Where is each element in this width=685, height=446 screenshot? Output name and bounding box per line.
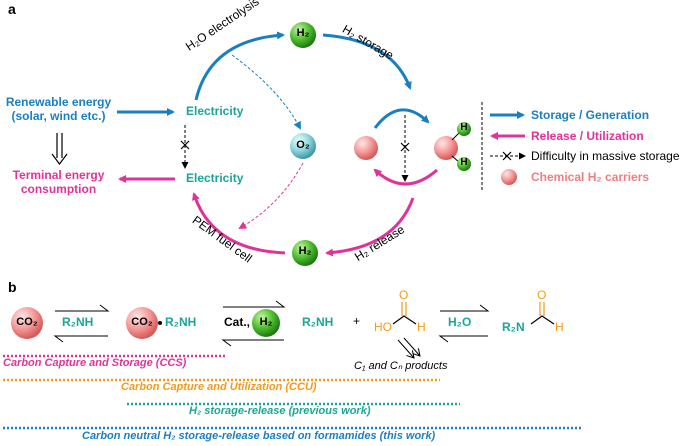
r2nh-equilibrium-label: R₂NH: [62, 315, 94, 329]
h2-sphere-b: [252, 309, 280, 337]
h2-text-b: H₂: [259, 316, 273, 328]
dashed-arc-from-o2: [238, 162, 304, 229]
electricity-top-label: Electricity: [186, 104, 244, 118]
adduct-dot: [158, 321, 162, 325]
catalyst-label: Cat.,: [224, 315, 251, 329]
co2-text-2: CO₂: [131, 316, 153, 328]
carrier-sphere-left: [354, 136, 378, 160]
h-atom-1-text: H: [460, 122, 468, 133]
arc-pem-fuel-cell: [192, 192, 286, 255]
legend-cross: [502, 151, 512, 161]
eq-arrow-2-back: [221, 339, 284, 347]
terminal-energy-line2: consumption: [20, 182, 97, 196]
h2o-label: H₂O: [448, 315, 472, 329]
formamide-h: H: [555, 320, 564, 334]
eq-arrow-2-forward: [223, 300, 286, 308]
o2-text: O₂: [296, 139, 310, 151]
h2-top-text: H₂: [296, 27, 310, 39]
ccu-label: Carbon Capture and Utilization (CCU): [121, 381, 317, 393]
formamide-r2n: R₂N: [502, 320, 525, 334]
o2-sphere: [290, 133, 316, 159]
previous-work-label: H₂ storage-release (previous work): [189, 405, 371, 417]
formic-acid-bonds: [392, 315, 417, 325]
renewable-energy-line2: (solar, wind etc.): [11, 109, 106, 123]
carrier-sphere-right: [434, 136, 458, 160]
products-arrow-1: [397, 339, 414, 358]
cross-mark-left: [180, 140, 190, 150]
inner-arc-release: [373, 168, 438, 186]
legend-chemical-carriers: Chemical H₂ carriers: [531, 170, 650, 184]
panel-a-label: a: [8, 1, 16, 17]
double-arrow-head: [51, 153, 68, 165]
co2-sphere-1: [11, 307, 43, 339]
arc-h2-release: [325, 197, 415, 257]
formic-acid-h: H: [417, 320, 426, 334]
formic-acid-ho: HO: [374, 320, 392, 334]
eq-arrow-3-back: [438, 335, 488, 343]
eq-arrow-1-forward: [55, 304, 110, 312]
eq-arrow-3-forward: [440, 304, 490, 312]
dashed-arc-to-o2: [231, 54, 301, 130]
legend-carrier-sphere: [501, 169, 517, 185]
products-label: C₁ and Cₙ products: [354, 360, 448, 372]
h-atom-sphere-2: [457, 157, 471, 171]
co2-sphere-2: [126, 307, 158, 339]
formamide-bonds: [530, 315, 555, 325]
h2-sphere-bottom: [292, 240, 318, 266]
renewable-energy-label: Renewable energy (solar, wind etc.): [0, 95, 117, 123]
formic-acid-o: O: [399, 288, 409, 302]
terminal-energy-line1: Terminal energy: [12, 168, 105, 182]
inner-arc-storage: [373, 108, 430, 129]
renewable-energy-line1: Renewable energy: [5, 95, 112, 109]
legend-release-utilization: Release / Utilization: [531, 129, 644, 143]
r2nh-product-label: R₂NH: [302, 315, 334, 329]
cross-mark-inner: [400, 142, 410, 152]
formamide-o: O: [537, 288, 547, 302]
plus-sign: +: [353, 314, 361, 328]
co2-text-1: CO₂: [16, 316, 38, 328]
ccs-label: Carbon Capture and Storage (CCS): [3, 357, 187, 369]
eq-arrow-1-back: [53, 335, 108, 343]
h-atom-sphere-1: [457, 122, 471, 136]
h2-sphere-top: [290, 22, 316, 48]
arc-h2-storage: [322, 33, 412, 90]
this-work-label: Carbon neutral H₂ storage-release based …: [82, 430, 436, 442]
terminal-energy-label: Terminal energy consumption: [0, 168, 117, 196]
arc-electrolysis: [194, 31, 285, 101]
legend-difficulty: Difficulty in massive storage: [531, 149, 680, 163]
r2nh-adduct-label: R₂NH: [165, 315, 197, 329]
products-arrow-2: [403, 337, 420, 356]
legend-storage-generation: Storage / Generation: [531, 108, 650, 122]
panel-b-label: b: [8, 279, 17, 295]
electricity-bottom-label: Electricity: [186, 171, 244, 185]
h2-bottom-text: H₂: [298, 245, 312, 257]
h-atom-2-text: H: [460, 157, 468, 168]
